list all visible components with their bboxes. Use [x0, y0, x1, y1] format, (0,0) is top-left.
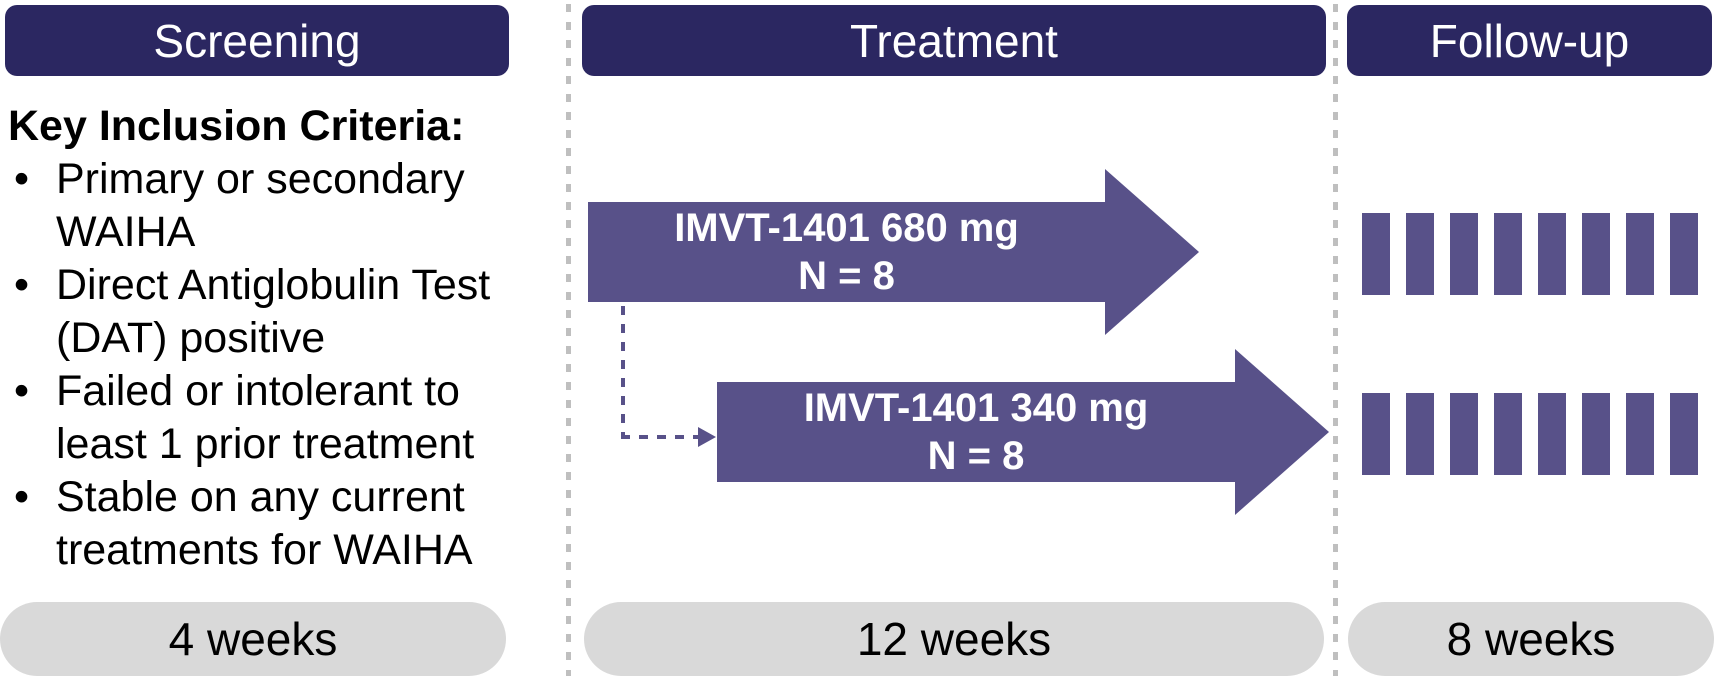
bullet-icon: •: [14, 367, 30, 415]
dose-switch-connector-horizontal: [621, 435, 698, 439]
criteria-text: Stable on any current treatments for WAI…: [56, 473, 473, 574]
criteria-text: Direct Antiglobulin Test (DAT) positive: [56, 261, 491, 362]
inclusion-criteria-block: Key Inclusion Criteria: • Primary or sec…: [8, 100, 516, 577]
followup-bar: [1406, 393, 1434, 475]
arm-dose-label: IMVT-1401 680 mg: [674, 206, 1019, 250]
bullet-icon: •: [14, 155, 30, 203]
screening-treatment-separator: [566, 4, 571, 676]
followup-bar: [1406, 213, 1434, 295]
followup-duration-pill: 8 weeks: [1348, 602, 1714, 676]
followup-bar: [1626, 213, 1654, 295]
criteria-text: Failed or intolerant to least 1 prior tr…: [56, 367, 475, 468]
followup-bar-row: [1362, 393, 1698, 475]
followup-header: Follow-up: [1347, 5, 1712, 76]
dose-switch-connector-vertical: [621, 306, 625, 437]
screening-duration-label: 4 weeks: [168, 613, 338, 665]
followup-bar-row: [1362, 213, 1698, 295]
inclusion-criteria-title: Key Inclusion Criteria:: [8, 102, 465, 150]
followup-bar: [1538, 393, 1566, 475]
arrow-head-icon: [1105, 169, 1199, 335]
treatment-header: Treatment: [582, 5, 1326, 76]
followup-bar: [1538, 213, 1566, 295]
followup-bar: [1494, 393, 1522, 475]
arm-dose-label: IMVT-1401 340 mg: [803, 386, 1149, 430]
dose-switch-arrowhead-icon: [698, 427, 716, 447]
followup-bar: [1670, 213, 1698, 295]
followup-header-label: Follow-up: [1429, 14, 1630, 67]
followup-bar: [1450, 393, 1478, 475]
inclusion-criteria-list: • Primary or secondary WAIHA • Direct An…: [8, 153, 516, 577]
list-item: • Direct Antiglobulin Test (DAT) positiv…: [8, 259, 516, 365]
bullet-icon: •: [14, 261, 30, 309]
bullet-icon: •: [14, 473, 30, 521]
screening-header-label: Screening: [153, 14, 361, 67]
arm-n-label: N = 8: [927, 434, 1025, 478]
arm-n-label: N = 8: [798, 254, 895, 298]
screening-duration-pill: 4 weeks: [0, 602, 506, 676]
treatment-duration-label: 12 weeks: [856, 613, 1052, 665]
followup-bar: [1450, 213, 1478, 295]
screening-header: Screening: [5, 5, 509, 76]
list-item: • Stable on any current treatments for W…: [8, 471, 516, 577]
treatment-arm-680mg-body: IMVT-1401 680 mg N = 8: [588, 202, 1105, 302]
treatment-duration-pill: 12 weeks: [584, 602, 1324, 676]
list-item: • Failed or intolerant to least 1 prior …: [8, 365, 516, 471]
followup-bar: [1670, 393, 1698, 475]
followup-bar: [1582, 213, 1610, 295]
treatment-header-label: Treatment: [850, 14, 1058, 67]
arrow-head-icon: [1235, 349, 1329, 515]
followup-bar: [1582, 393, 1610, 475]
criteria-text: Primary or secondary WAIHA: [56, 155, 465, 256]
followup-bar: [1362, 393, 1390, 475]
followup-bar: [1626, 393, 1654, 475]
treatment-followup-separator: [1333, 4, 1338, 676]
followup-bar: [1362, 213, 1390, 295]
followup-duration-label: 8 weeks: [1446, 613, 1616, 665]
treatment-arm-340mg-body: IMVT-1401 340 mg N = 8: [717, 382, 1235, 482]
list-item: • Primary or secondary WAIHA: [8, 153, 516, 259]
followup-bar: [1494, 213, 1522, 295]
